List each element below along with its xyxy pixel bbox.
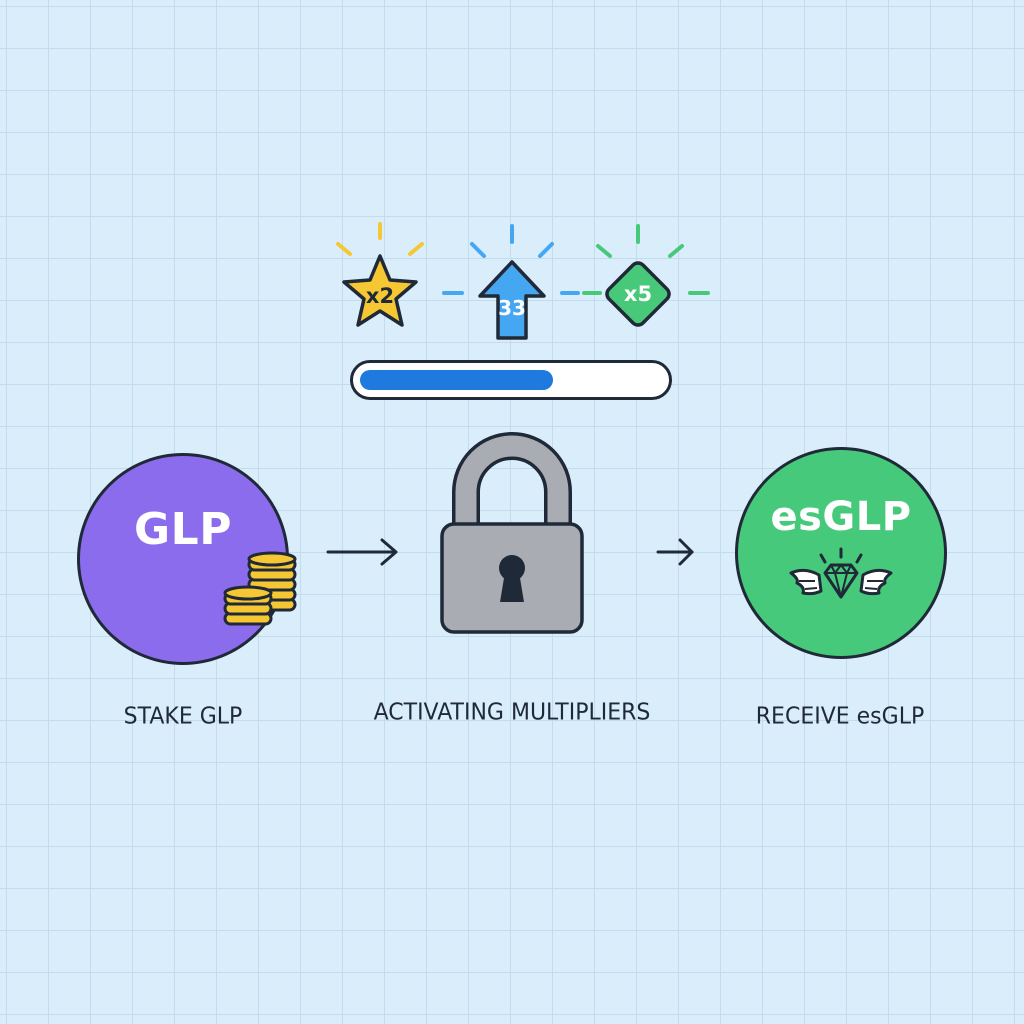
step-label-receive: RECEIVE esGLP (755, 703, 925, 730)
multiplier-label: x5 (623, 282, 653, 306)
sparkle-rays-icon (470, 224, 554, 258)
multiplier-arrow: 33 (462, 220, 562, 342)
progress-bar (350, 360, 672, 400)
esglp-circle: esGLP (735, 447, 947, 659)
glp-circle-text: GLP (134, 504, 232, 555)
winged-diamond-icon (789, 547, 893, 599)
padlock (438, 432, 586, 636)
step-label-stake: STAKE GLP (123, 703, 243, 730)
step-label-activating: ACTIVATING MULTIPLIERS (373, 699, 651, 726)
coin-stack-icon (223, 551, 297, 626)
arrow-right-icon (326, 538, 398, 566)
progress-fill (360, 370, 553, 390)
star-icon (342, 254, 418, 327)
keyhole-icon (499, 555, 525, 602)
sparkle-rays-icon (336, 222, 424, 256)
arrow-right-icon (656, 538, 694, 566)
multiplier-star: x2 (330, 218, 430, 338)
multiplier-label: x2 (365, 284, 395, 308)
multiplier-diamond: x5 (592, 220, 692, 340)
esglp-circle-text: esGLP (770, 494, 912, 540)
padlock-icon (440, 432, 584, 634)
sparkle-rays-icon (596, 224, 684, 258)
glp-circle: GLP (77, 453, 297, 665)
multiplier-label: 33 (498, 296, 526, 320)
arrow-up-icon (478, 260, 546, 340)
diamond-icon (605, 261, 671, 327)
